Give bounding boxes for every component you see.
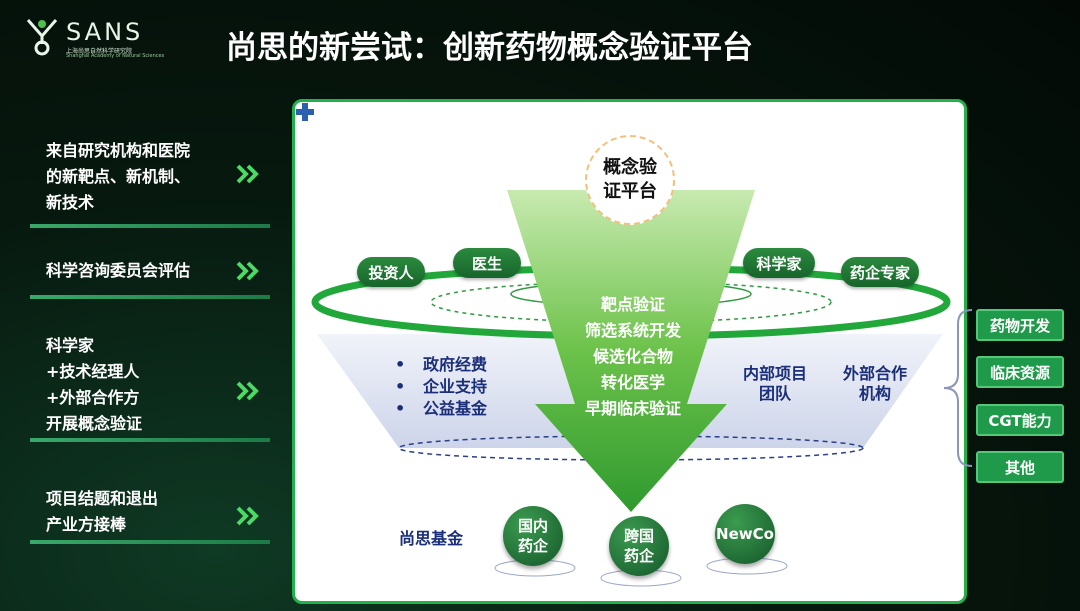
newco-circle: NewCo [715,504,775,564]
left-step-text: 科学咨询委员会评估 [46,261,191,280]
poc-platform-circle: 概念验 证平台 [585,135,675,225]
funnel-step: 筛选系统开发 [584,321,681,340]
funding-item: 公益基金 [395,398,487,420]
funnel-step: 早期临床验证 [584,399,681,418]
brace-icon [943,309,973,467]
funnel-step: 靶点验证 [600,295,665,314]
double-chevron-icon [236,164,259,184]
left-step-text: 科学家 +技术经理人 +外部合作方 开展概念验证 [46,336,143,433]
capability-tag: 其他 [976,451,1064,483]
internal-team-label: 内部项目 团队 [743,364,808,403]
logo-subtitle-en: Shanghai Academy of Natural Sciences [66,53,165,59]
logo-text: SANS [66,18,144,46]
pharma-expert-pill: 药企专家 [841,257,919,287]
funnel-bottom-ellipse [398,435,864,461]
multinational-pharma-label: 跨国 药企 [623,527,654,565]
left-step-text: 来自研究机构和医院 的新靶点、新机制、 新技术 [46,141,191,212]
funding-list: 政府经费 企业支持 公益基金 [395,354,487,420]
down-arrow [507,190,755,512]
funnel-step: 候选化合物 [592,347,673,366]
funding-item: 政府经费 [395,354,487,376]
double-chevron-icon [236,381,259,401]
funnel-step: 转化医学 [600,373,665,392]
scientist-pill: 科学家 [743,248,815,278]
multinational-pharma-circle: 跨国 药企 [609,516,669,576]
poc-platform-label: 概念验 证平台 [603,157,657,202]
double-chevron-icon [236,261,259,281]
diagram-panel: 概念验 证平台 投资人 医生 科学家 药企专家 靶点验证 筛选系统开发 候选化合… [292,99,967,604]
step-divider [30,295,270,299]
left-step-4: 项目结题和退出 产业方接棒 [30,486,270,548]
double-chevron-icon [236,506,259,526]
logo-mark-icon [26,19,58,56]
domestic-pharma-circle: 国内 药企 [503,506,563,566]
capability-tag: 临床资源 [976,356,1064,388]
investor-pill: 投资人 [357,257,425,287]
left-step-3: 科学家 +技术经理人 +外部合作方 开展概念验证 [30,333,270,448]
sans-logo: SANS 上海尚思自然科学研究院 Shanghai Academy of Nat… [22,16,164,62]
funnel-steps: 靶点验证 筛选系统开发 候选化合物 转化医学 早期临床验证 [563,292,703,422]
external-partner-label: 外部合作 机构 [843,364,908,403]
step-divider [30,438,270,442]
step-divider [30,540,270,544]
domestic-pharma-label: 国内 药企 [517,517,548,555]
plus-icon [296,103,314,121]
step-divider [30,224,270,228]
newco-label: NewCo [716,525,774,543]
logo-subtitle-cn: 上海尚思自然科学研究院 [66,48,133,55]
funding-item: 企业支持 [395,376,487,398]
capability-tag: 药物开发 [976,309,1064,341]
doctor-pill: 医生 [453,248,521,278]
capability-tag: CGT能力 [976,404,1064,436]
left-step-text: 项目结题和退出 产业方接棒 [46,489,159,534]
sans-fund-label: 尚思基金 [399,529,464,548]
left-step-2: 科学咨询委员会评估 [30,258,270,302]
page-title: 尚思的新尝试：创新药物概念验证平台 [226,30,753,66]
left-step-1: 来自研究机构和医院 的新靶点、新机制、 新技术 [30,138,270,230]
